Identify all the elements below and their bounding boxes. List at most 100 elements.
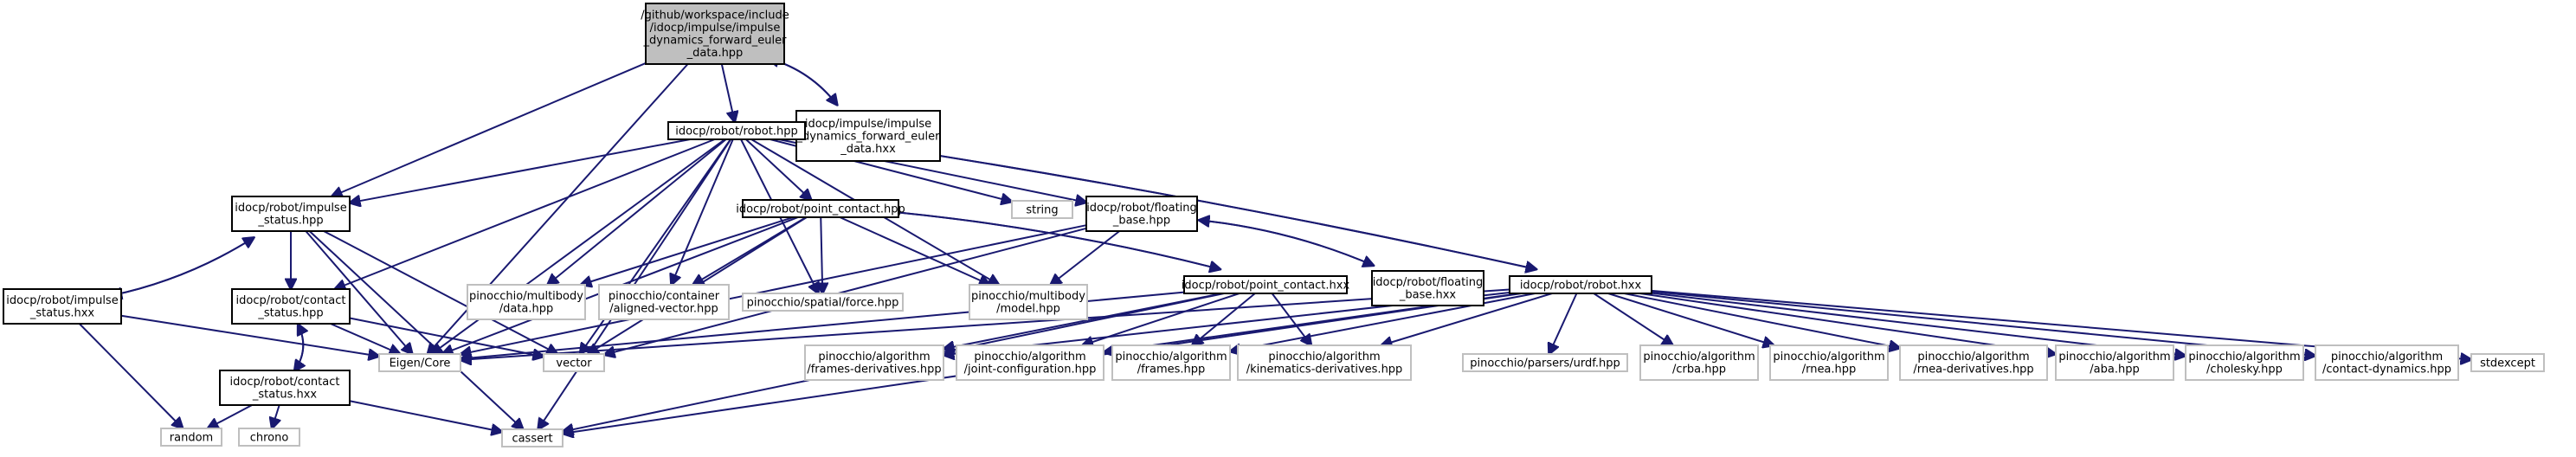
node-cassert: cassert — [501, 428, 564, 447]
edge-contact_status_hpp-to-eigen — [330, 323, 400, 354]
node-label-line: pinocchio/algorithm — [1917, 351, 2029, 364]
node-floating_base_hxx[interactable]: idocp/robot/floating_base.hxx — [1371, 270, 1484, 306]
node-imp_status_hxx[interactable]: idocp/robot/impulse_status.hxx — [3, 288, 122, 325]
node-alg_kd: pinocchio/algorithm/kinematics-derivativ… — [1237, 344, 1412, 381]
node-label-line: /frames.hpp — [1137, 364, 1206, 377]
node-pin_force: pinocchio/spatial/force.hpp — [742, 293, 904, 312]
node-label-line: pinocchio/parsers/urdf.hpp — [1470, 357, 1620, 370]
edge-contact_status_hxx-to-chrono — [272, 404, 280, 428]
edge-robot_hpp-to-contact_status_hpp — [335, 138, 715, 289]
node-random: random — [160, 428, 222, 447]
node-label-line: /contact-dynamics.hpp — [2322, 364, 2451, 377]
node-label-line: random — [170, 431, 213, 444]
node-label-line: /aba.hpp — [2090, 364, 2139, 377]
node-label-line: stdexcept — [2480, 357, 2535, 370]
node-box — [2470, 353, 2545, 372]
edge-robot_hxx-to-alg_kd — [1381, 293, 1553, 345]
edge-point_contact_hpp-to-pin_force — [821, 216, 822, 293]
node-box — [804, 344, 944, 381]
node-label-line: pinocchio/algorithm — [2188, 351, 2300, 364]
node-label-line: pinocchio/algorithm — [1268, 351, 1380, 364]
node-box — [543, 353, 605, 372]
edge-robot_hpp-to-pin_data — [548, 138, 727, 285]
edge-robot_hxx-to-alg_rnead — [1624, 293, 1900, 348]
node-box — [378, 353, 461, 372]
node-label-line: idocp/robot/point_contact.hpp — [736, 203, 905, 216]
edge-robot_hxx-to-alg_rnea — [1607, 293, 1774, 345]
edge-floating_base_hpp-to-floating_base_hxx — [1198, 219, 1374, 266]
node-box — [667, 121, 806, 140]
node-urdf: pinocchio/parsers/urdf.hpp — [1462, 353, 1628, 372]
edge-hxx_fwd-to-root — [768, 58, 839, 106]
node-box — [501, 428, 564, 447]
node-label-line: _status.hxx — [252, 389, 318, 402]
node-label-line: _dynamics_forward_euler — [796, 130, 941, 143]
node-label-line: idocp/robot/impulse — [6, 294, 118, 307]
node-hxx_fwd[interactable]: idocp/impulse/impulse_dynamics_forward_e… — [795, 110, 941, 162]
node-label-line: _status.hxx — [29, 307, 95, 320]
edge-imp_status_hxx-to-random — [79, 323, 183, 428]
node-pin_data: pinocchio/multibody/data.hpp — [467, 284, 586, 320]
node-label-line: /data.hpp — [499, 303, 554, 316]
node-label-line: idocp/robot/robot.hxx — [1520, 279, 1642, 292]
node-label-line: /crba.hpp — [1672, 364, 1726, 377]
node-box — [742, 199, 899, 218]
node-box — [742, 293, 904, 312]
node-label-line: /github/workspace/include — [641, 10, 789, 23]
node-label-line: chrono — [250, 431, 289, 444]
node-label-line: pinocchio/container — [609, 290, 720, 303]
node-box — [467, 284, 586, 320]
node-point_contact_hpp[interactable]: idocp/robot/point_contact.hpp — [736, 199, 905, 218]
node-label-line: pinocchio/algorithm — [2058, 351, 2170, 364]
node-label-line: idocp/robot/contact — [230, 376, 340, 389]
node-alg_crba: pinocchio/algorithm/crba.hpp — [1639, 344, 1759, 381]
node-root[interactable]: /github/workspace/include/idocp/impulse/… — [641, 3, 789, 65]
edge-imp_status_hxx-to-eigen — [120, 314, 379, 357]
node-label-line: idocp/robot/contact — [236, 294, 346, 307]
node-label-line: _data.hpp — [686, 47, 744, 60]
node-label-line: /idocp/impulse/impulse — [650, 22, 781, 35]
node-box — [969, 284, 1088, 320]
edge-robot_hxx-to-urdf — [1549, 293, 1578, 354]
node-box — [231, 196, 351, 232]
edge-imp_status_hxx-to-imp_status_hpp — [111, 237, 254, 297]
edge-floating_base_hpp-to-pin_model — [1051, 230, 1120, 285]
node-label-line: pinocchio/multibody — [469, 290, 583, 303]
node-label-line: Eigen/Core — [390, 357, 451, 370]
node-layer: /github/workspace/include/idocp/impulse/… — [3, 3, 2545, 447]
node-label-line: idocp/robot/robot.hpp — [675, 125, 797, 138]
node-robot_hxx[interactable]: idocp/robot/robot.hxx — [1509, 275, 1652, 294]
node-label-line: _status.hpp — [257, 215, 323, 228]
node-box — [2185, 344, 2304, 381]
node-label-line: idocp/robot/floating — [1373, 276, 1484, 289]
node-contact_status_hxx[interactable]: idocp/robot/contact_status.hxx — [219, 370, 351, 406]
edge-robot_hpp-to-imp_status_hpp — [350, 138, 691, 203]
node-floating_base_hpp[interactable]: idocp/robot/floating_base.hpp — [1085, 196, 1198, 232]
node-box — [1183, 275, 1348, 294]
edge-contact_status_hxx-to-cassert — [349, 400, 502, 432]
node-label-line: _dynamics_forward_euler — [643, 35, 788, 48]
node-box — [956, 344, 1104, 381]
node-point_contact_hxx[interactable]: idocp/robot/point_contact.hxx — [1182, 275, 1350, 294]
node-eigen: Eigen/Core — [378, 353, 461, 372]
edge-robot_hpp-to-eigen — [432, 138, 725, 354]
node-box — [1085, 196, 1198, 232]
edge-point_contact_hpp-to-pin_model — [839, 216, 989, 285]
edge-imp_status_hpp-to-imp_status_hxx — [112, 236, 254, 295]
node-box — [1011, 200, 1073, 219]
edge-robot_hpp-to-pin_aligned — [671, 138, 734, 285]
edge-root-to-imp_status_hpp — [332, 62, 647, 196]
node-alg_cd: pinocchio/algorithm/contact-dynamics.hpp — [2315, 344, 2459, 381]
node-imp_status_hpp[interactable]: idocp/robot/impulse_status.hpp — [231, 196, 351, 232]
node-pin_aligned: pinocchio/container/aligned-vector.hpp — [598, 284, 730, 320]
node-label-line: /rnea-derivatives.hpp — [1913, 364, 2033, 377]
edge-point_contact_hpp-to-pin_data — [581, 216, 794, 285]
node-box — [238, 428, 300, 447]
node-contact_status_hpp[interactable]: idocp/robot/contact_status.hpp — [231, 288, 351, 325]
node-label-line: pinocchio/algorithm — [2331, 351, 2443, 364]
edge-imp_status_hpp-to-cassert — [308, 230, 524, 429]
node-label-line: idocp/robot/floating — [1086, 202, 1197, 215]
node-alg_rnea: pinocchio/algorithm/rnea.hpp — [1769, 344, 1889, 381]
node-robot_hpp[interactable]: idocp/robot/robot.hpp — [667, 121, 806, 140]
edge-floating_base_hpp-to-eigen — [460, 224, 1087, 354]
